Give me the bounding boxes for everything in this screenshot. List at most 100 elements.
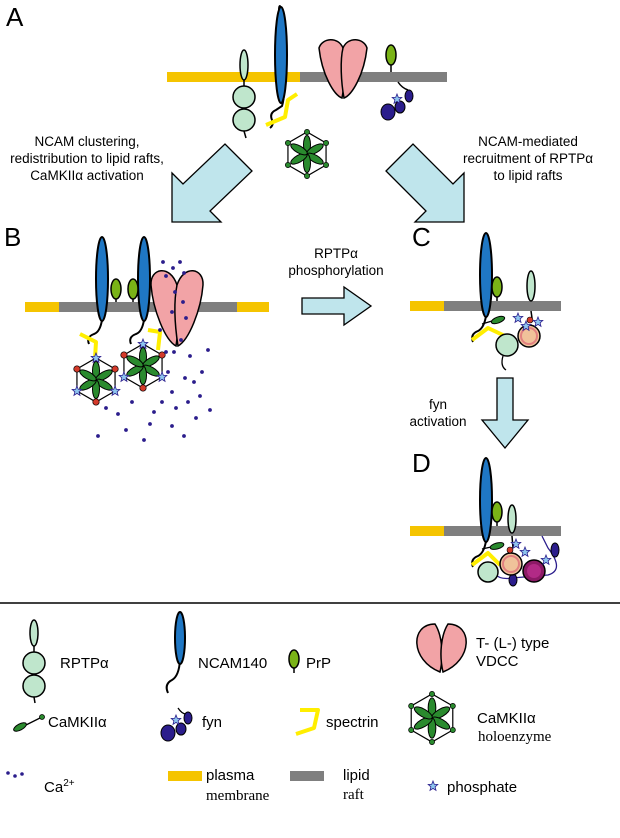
legend-fyn-label: fyn [202, 714, 222, 731]
arrow-a-to-c [385, 143, 465, 223]
legend: RPTPα NCAM140 PrP T- (L-) type VDCC CaMK… [6, 611, 552, 804]
legend-ca-sup: 2+ [63, 778, 75, 789]
caption-b-to-c: RPTPα phosphorylation [288, 246, 383, 278]
holoenzyme-icon [118, 338, 168, 392]
prp-icon [491, 276, 503, 301]
prp-icon [127, 278, 139, 302]
caption-line: phosphorylation [288, 263, 383, 278]
legend-plasma-label: membrane [206, 788, 270, 804]
panel-a-label: A [6, 2, 24, 32]
calcium-icon [96, 260, 212, 442]
rptpa-icon [232, 49, 256, 139]
spectrin-icon [265, 92, 299, 127]
lipid-raft [444, 301, 561, 311]
caption-a-to-b: NCAM clustering, redistribution to lipid… [10, 134, 164, 183]
legend-holoenzyme-label: CaMKIIα [477, 710, 536, 727]
red-dot [526, 316, 534, 324]
panel-c: C [410, 222, 561, 371]
phosphate-icon [427, 780, 439, 791]
phosphate-icon [532, 316, 544, 327]
legend-plasma-label: plasma [206, 767, 255, 784]
legend-ca-label: Ca2+ [44, 778, 75, 796]
spectrin-icon [147, 328, 162, 351]
phosphate-icon [540, 554, 552, 565]
legend-vdcc-label: VDCC [476, 653, 519, 670]
caption-line: NCAM-mediated [478, 134, 578, 149]
ncam140-icon [87, 236, 109, 345]
vdcc-icon [150, 270, 204, 348]
caption-line: redistribution to lipid rafts, [10, 151, 164, 166]
caption-line: fyn [429, 397, 447, 412]
fyn-icon [550, 542, 560, 558]
caption-line: NCAM clustering, [34, 134, 139, 149]
ncam140-icon [471, 232, 493, 343]
lipid-raft-icon [290, 771, 324, 781]
caption-line: RPTPα [314, 246, 358, 261]
legend-holoenzyme-label: holoenzyme [478, 729, 552, 745]
lipid-raft [300, 72, 447, 82]
prp-icon [491, 501, 503, 526]
camkii-icon [489, 542, 505, 550]
plasma-membrane [167, 72, 300, 82]
panel-d: D [410, 448, 561, 587]
fyn-icon [160, 707, 193, 742]
prp-icon [288, 649, 300, 673]
plasma-membrane [410, 526, 444, 536]
spectrin-icon [470, 326, 506, 342]
caption-line: to lipid rafts [493, 168, 562, 183]
ncam140-icon [471, 457, 493, 568]
panel-c-label: C [412, 222, 431, 252]
legend-ca-text: Ca [44, 779, 64, 796]
plasma-membrane [25, 302, 59, 312]
panel-a: A [6, 2, 447, 179]
caption-a-to-c: NCAM-mediated recruitment of RPTPα to li… [463, 134, 593, 183]
rptpa-icon [526, 270, 536, 319]
legend-camkii-label: CaMKIIα [48, 714, 107, 731]
legend-raft-label: raft [343, 787, 365, 803]
camkii-icon [13, 714, 45, 732]
legend-spectrin-label: spectrin [326, 714, 379, 731]
legend-ncam140-label: NCAM140 [198, 655, 267, 672]
rptpa-ring [520, 327, 538, 345]
holoenzyme-icon [284, 129, 330, 179]
tail-line [501, 355, 507, 371]
legend-prp-label: PrP [306, 655, 331, 672]
panel-d-label: D [412, 448, 431, 478]
spectrin-icon [79, 332, 98, 359]
prp-icon [385, 44, 397, 72]
caption-line: recruitment of RPTPα [463, 151, 593, 166]
caption-line: CaMKIIα activation [30, 168, 144, 183]
calcium-icon [6, 771, 24, 778]
rptpa-ring [502, 555, 520, 573]
caption-line: activation [409, 414, 466, 429]
plasma-membrane-icon [168, 771, 202, 781]
holoenzyme-icon [71, 352, 121, 406]
legend-phosphate-label: phosphate [447, 779, 517, 796]
prp-icon [110, 278, 122, 302]
plasma-membrane [410, 301, 444, 311]
vdcc-icon [416, 623, 467, 674]
legend-raft-label: lipid [343, 767, 370, 784]
vdcc-icon [318, 39, 368, 100]
fyn-icon [380, 81, 414, 121]
fyn-inner [527, 564, 541, 578]
arrow-a-to-b [171, 143, 253, 223]
legend-vdcc-label: T- (L-) type [476, 635, 549, 652]
legend-rptpa-label: RPTPα [60, 655, 109, 672]
plasma-membrane [237, 302, 269, 312]
spectrin-icon [470, 551, 502, 567]
ncam140-icon [129, 236, 151, 345]
ncam140-icon [269, 5, 288, 129]
arrow-b-to-c [301, 285, 373, 327]
ncam140-icon [165, 611, 186, 694]
camkii-icon [490, 315, 506, 325]
caption-c-to-d: fyn activation [409, 397, 466, 429]
rptpa-icon [22, 619, 46, 704]
phosphate-icon [519, 546, 531, 557]
fyn-icon [508, 573, 518, 587]
arrow-c-to-d [480, 377, 530, 450]
panel-b-label: B [4, 222, 21, 252]
rptpa-icon [477, 561, 499, 583]
